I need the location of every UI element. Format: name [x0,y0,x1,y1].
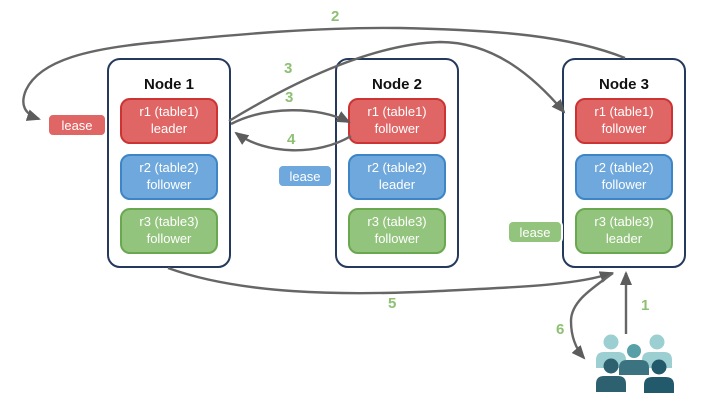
replica-range-label: r2 (table2) [367,160,427,176]
replica-role-label: follower [146,231,192,246]
node1-replica-r1: r1 (table1) leader [120,98,218,144]
step-label-2: 2 [331,8,340,25]
node1-replica-r2: r2 (table2) follower [120,154,218,200]
step-label-5: 5 [388,295,397,312]
replica-range-label: r3 (table3) [594,214,654,230]
node-1-title: Node 1 [143,76,194,93]
replica-role-label: follower [601,121,647,136]
replica-role-label: leader [150,121,188,136]
node3-replica-r2: r2 (table2) follower [575,154,673,200]
replica-range-label: r1 (table1) [594,104,654,120]
step-label-3a: 3 [284,60,293,77]
node-3-box: Node 3 r1 (table1) follower r2 (table2) … [562,58,686,268]
replica-role-label: follower [601,177,647,192]
replica-role-label: follower [374,121,420,136]
step-label-1: 1 [641,297,650,314]
person-icon [644,359,674,393]
step-label-3b: 3 [285,89,294,106]
node3-replica-r3: r3 (table3) leader [575,208,673,254]
arrow-step-5-node1-to-node3 [167,266,614,295]
node-2-box: Node 2 r1 (table1) follower r2 (table2) … [335,58,459,268]
lease-badge-r2: lease [277,164,333,188]
node-3-title: Node 3 [598,76,649,93]
replica-range-label: r2 (table2) [594,160,654,176]
person-icon [596,358,626,392]
lease-badge-r3: lease [507,220,563,244]
node2-replica-r3: r3 (table3) follower [348,208,446,254]
step-label-6: 6 [556,321,565,338]
node1-replica-r3: r3 (table3) follower [120,208,218,254]
replica-range-label: r1 (table1) [367,104,427,120]
step-label-4: 4 [287,131,296,148]
person-icon [619,344,649,375]
replica-range-label: r3 (table3) [139,214,199,230]
node3-replica-r1: r1 (table1) follower [575,98,673,144]
arrow-step-3-node1-to-node2 [230,109,351,126]
node-2-title: Node 2 [371,76,422,93]
replica-range-label: r2 (table2) [139,160,199,176]
lease-badge-r1: lease [47,113,107,137]
node2-replica-r1: r1 (table1) follower [348,98,446,144]
replica-range-label: r1 (table1) [139,104,199,120]
node2-replica-r2: r2 (table2) leader [348,154,446,200]
replica-role-label: leader [378,177,416,192]
replica-role-label: follower [374,231,420,246]
people-group-icon [596,334,674,393]
node-1-box: Node 1 r1 (table1) leader r2 (table2) fo… [107,58,231,268]
replica-range-label: r3 (table3) [367,214,427,230]
replica-role-label: follower [146,177,192,192]
replica-role-label: leader [605,231,643,246]
